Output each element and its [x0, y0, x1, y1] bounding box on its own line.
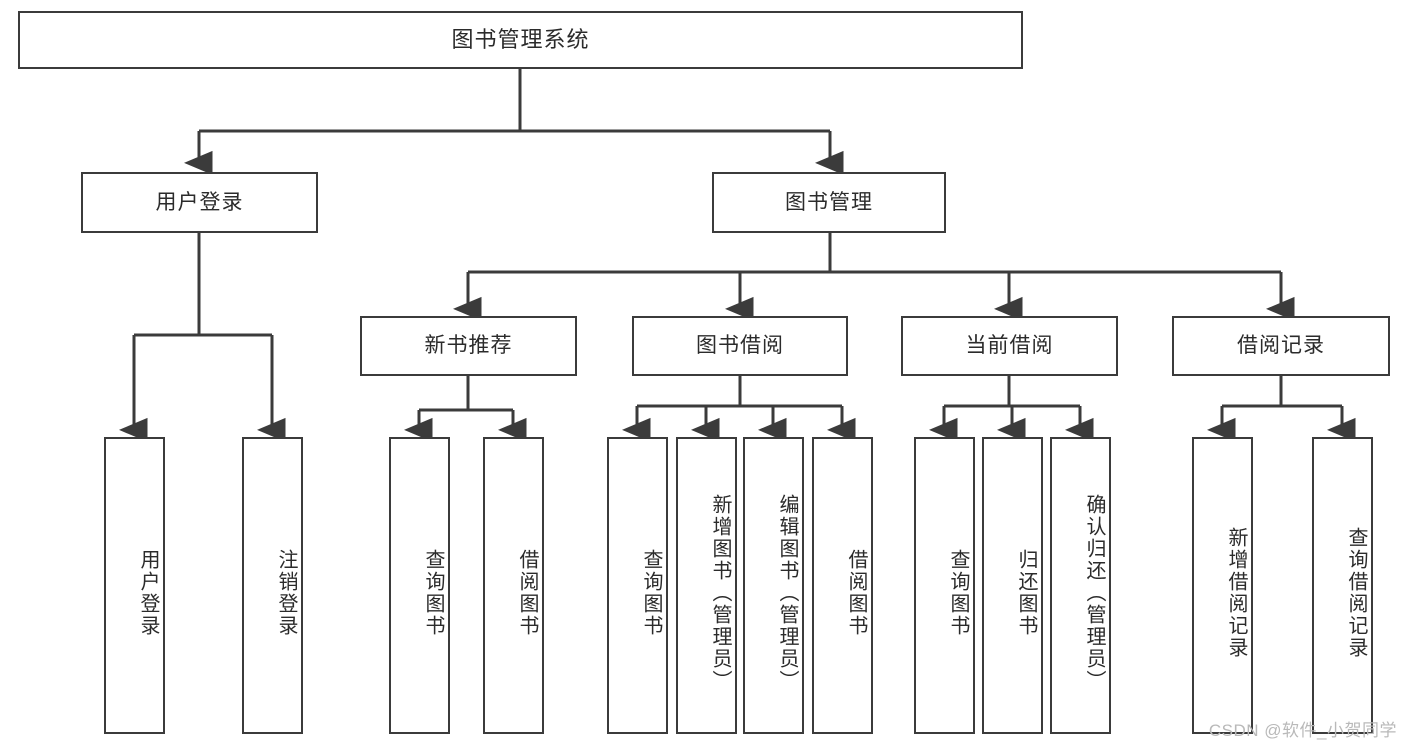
- leaf-add-book-admin[interactable]: 新增图书（管理员）: [676, 437, 737, 734]
- leaf-query-borrow-record[interactable]: 查询借阅记录: [1312, 437, 1373, 734]
- leaf-query-book-current[interactable]: 查询图书: [914, 437, 975, 734]
- node-book-borrowing[interactable]: 图书借阅: [632, 316, 848, 376]
- node-label: 查询图书: [422, 548, 444, 637]
- node-root-book-management-system[interactable]: 图书管理系统: [18, 11, 1023, 69]
- node-label: 借阅记录: [1237, 334, 1325, 358]
- leaf-edit-book-admin[interactable]: 编辑图书（管理员）: [743, 437, 804, 734]
- leaf-logout[interactable]: 注销登录: [242, 437, 303, 734]
- node-label: 图书管理系统: [451, 26, 590, 52]
- leaf-return-book[interactable]: 归还图书: [982, 437, 1043, 734]
- node-label: 新增借阅记录: [1225, 526, 1247, 659]
- node-label: 用户登录: [137, 548, 159, 637]
- node-label: 编辑图书（管理员）: [776, 493, 798, 692]
- node-label: 查询借阅记录: [1345, 526, 1367, 659]
- node-label: 确认归还（管理员）: [1083, 493, 1105, 692]
- leaf-confirm-return-admin[interactable]: 确认归还（管理员）: [1050, 437, 1111, 734]
- node-label: 借阅图书: [516, 548, 538, 637]
- node-label: 新增图书（管理员）: [709, 493, 731, 692]
- leaf-add-borrow-record[interactable]: 新增借阅记录: [1192, 437, 1253, 734]
- node-new-book-recommendation[interactable]: 新书推荐: [360, 316, 577, 376]
- node-label: 当前借阅: [965, 334, 1054, 358]
- watermark: CSDN @软件_小贺同学: [1208, 721, 1397, 740]
- node-label: 注销登录: [275, 548, 297, 637]
- node-label: 图书管理: [785, 190, 873, 214]
- node-user-login[interactable]: 用户登录: [81, 172, 318, 233]
- leaf-borrow-book[interactable]: 借阅图书: [812, 437, 873, 734]
- node-borrowing-record[interactable]: 借阅记录: [1172, 316, 1390, 376]
- node-book-management[interactable]: 图书管理: [712, 172, 946, 233]
- leaf-query-book-recommend[interactable]: 查询图书: [389, 437, 450, 734]
- node-label: 用户登录: [155, 190, 244, 214]
- node-label: 归还图书: [1015, 548, 1037, 637]
- leaf-borrow-book-recommend[interactable]: 借阅图书: [483, 437, 544, 734]
- node-label: 查询图书: [947, 548, 969, 637]
- node-current-borrowing[interactable]: 当前借阅: [901, 316, 1118, 376]
- node-label: 图书借阅: [696, 334, 784, 358]
- leaf-user-login[interactable]: 用户登录: [104, 437, 165, 734]
- node-label: 查询图书: [640, 548, 662, 637]
- node-label: 借阅图书: [845, 548, 867, 637]
- node-label: 新书推荐: [424, 334, 513, 358]
- leaf-query-book-borrow[interactable]: 查询图书: [607, 437, 668, 734]
